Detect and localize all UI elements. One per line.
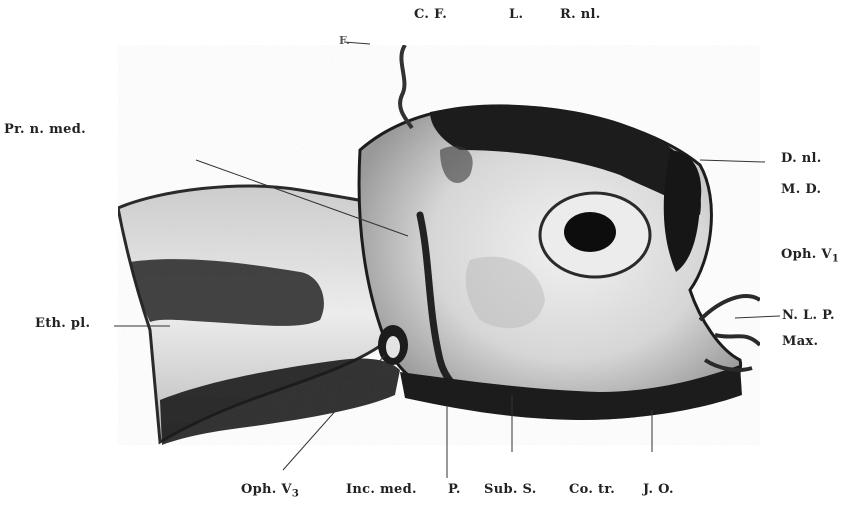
label-sub-s: Sub. S.	[484, 482, 537, 497]
label-cf: C. F.	[414, 7, 447, 22]
label-l: L.	[509, 7, 523, 22]
label-pr-n-med: Pr. n. med.	[4, 122, 86, 137]
label-nlp: N. L. P.	[782, 308, 835, 323]
orbit-pupil	[564, 212, 616, 252]
label-oph-v3: Oph. V3	[241, 482, 299, 500]
foramen-center	[386, 336, 400, 358]
label-oph-v1: Oph. V1	[781, 247, 839, 265]
label-oph-v3-sub: 3	[292, 489, 299, 500]
label-rnl: R. nl.	[560, 7, 601, 22]
specimen-drawing	[118, 45, 760, 445]
label-jo: J. O.	[643, 482, 674, 497]
label-d-nl: D. nl.	[781, 151, 822, 166]
leader-d-nl	[700, 160, 765, 162]
label-f: F.	[339, 34, 350, 47]
label-oph-v1-main: Oph. V	[781, 247, 832, 262]
label-inc-med: Inc. med.	[346, 482, 417, 497]
label-max: Max.	[782, 334, 818, 349]
label-oph-v1-sub: 1	[832, 254, 839, 265]
label-p: P.	[448, 482, 461, 497]
label-oph-v3-main: Oph. V	[241, 482, 292, 497]
label-eth-pl: Eth. pl.	[35, 316, 90, 331]
label-md: M. D.	[781, 182, 821, 197]
leader-nlp	[735, 316, 780, 318]
dorsal-nerve	[400, 45, 412, 128]
label-co-tr: Co. tr.	[569, 482, 615, 497]
